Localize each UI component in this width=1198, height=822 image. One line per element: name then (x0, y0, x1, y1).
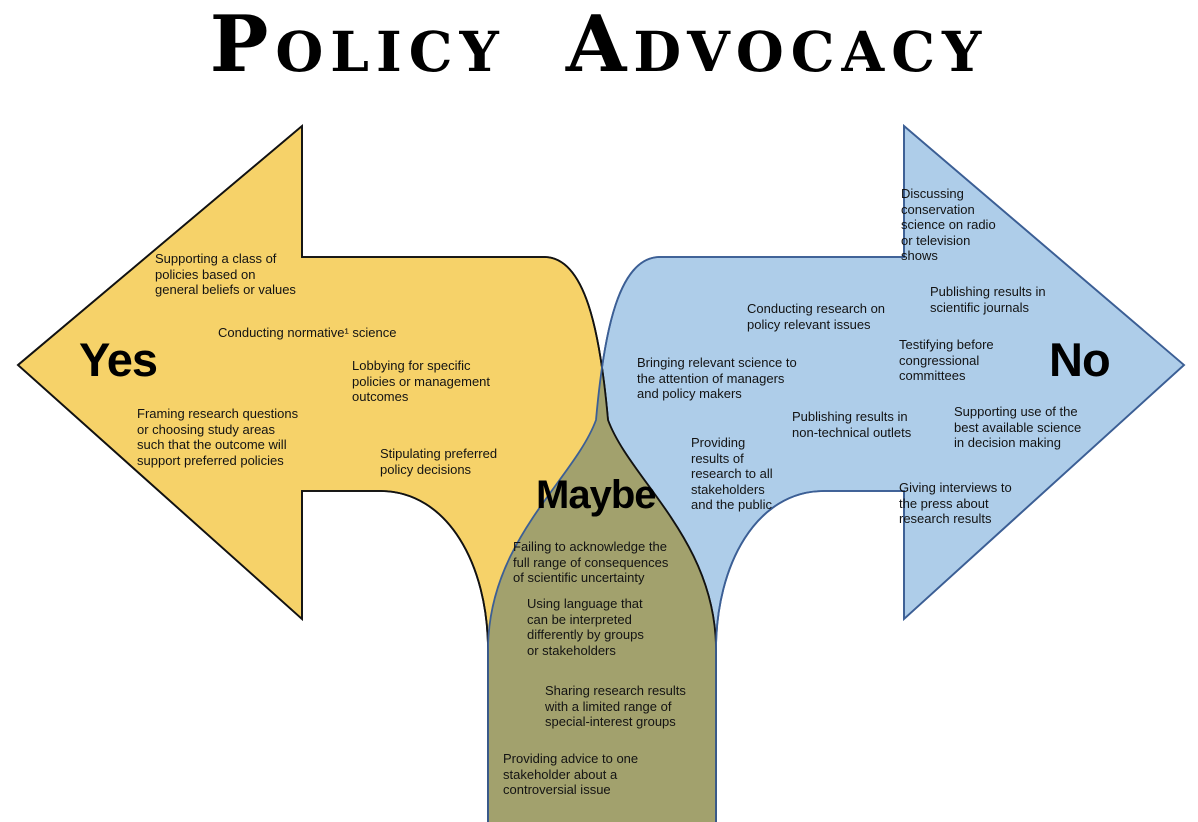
yes-item-supporting-policies: Supporting a class of policies based on … (155, 251, 296, 297)
yes-item-normative-science: Conducting normative¹ science (218, 325, 397, 340)
no-item-nontechnical-outlets: Publishing results in non-technical outl… (792, 409, 912, 440)
no-item-providing-results: Providing results of research to all sta… (691, 435, 773, 512)
diagram-title: Policy Advocacy (209, 0, 989, 90)
no-item-press-interviews: Giving interviews to the press about res… (899, 480, 1012, 526)
no-item-discussing-media: Discussing conservation science on radio… (901, 186, 996, 263)
no-item-testifying: Testifying before congressional committe… (899, 337, 994, 383)
maybe-item-one-stakeholder-advice: Providing advice to one stakeholder abou… (503, 751, 639, 797)
maybe-item-failing-acknowledge: Failing to acknowledge the full range of… (513, 539, 669, 585)
maybe-item-limited-sharing: Sharing research results with a limited … (545, 683, 686, 729)
no-item-policy-relevant-research: Conducting research on policy relevant i… (747, 301, 886, 332)
no-arrow-outline (487, 124, 1186, 822)
yes-label: Yes (79, 333, 158, 386)
no-label: No (1049, 333, 1111, 386)
no-item-scientific-journals: Publishing results in scientific journal… (930, 284, 1046, 315)
yes-arrow-outline (16, 124, 717, 822)
no-item-best-available-science: Supporting use of the best available sci… (954, 404, 1082, 450)
yes-item-lobbying: Lobbying for specific policies or manage… (352, 358, 491, 404)
yes-item-framing-questions: Framing research questions or choosing s… (137, 406, 299, 468)
maybe-label: Maybe (536, 473, 656, 517)
maybe-item-ambiguous-language: Using language that can be interpreted d… (527, 596, 644, 658)
yes-item-stipulating-decisions: Stipulating preferred policy decisions (380, 446, 498, 477)
no-item-bringing-science: Bringing relevant science to the attenti… (637, 355, 797, 401)
